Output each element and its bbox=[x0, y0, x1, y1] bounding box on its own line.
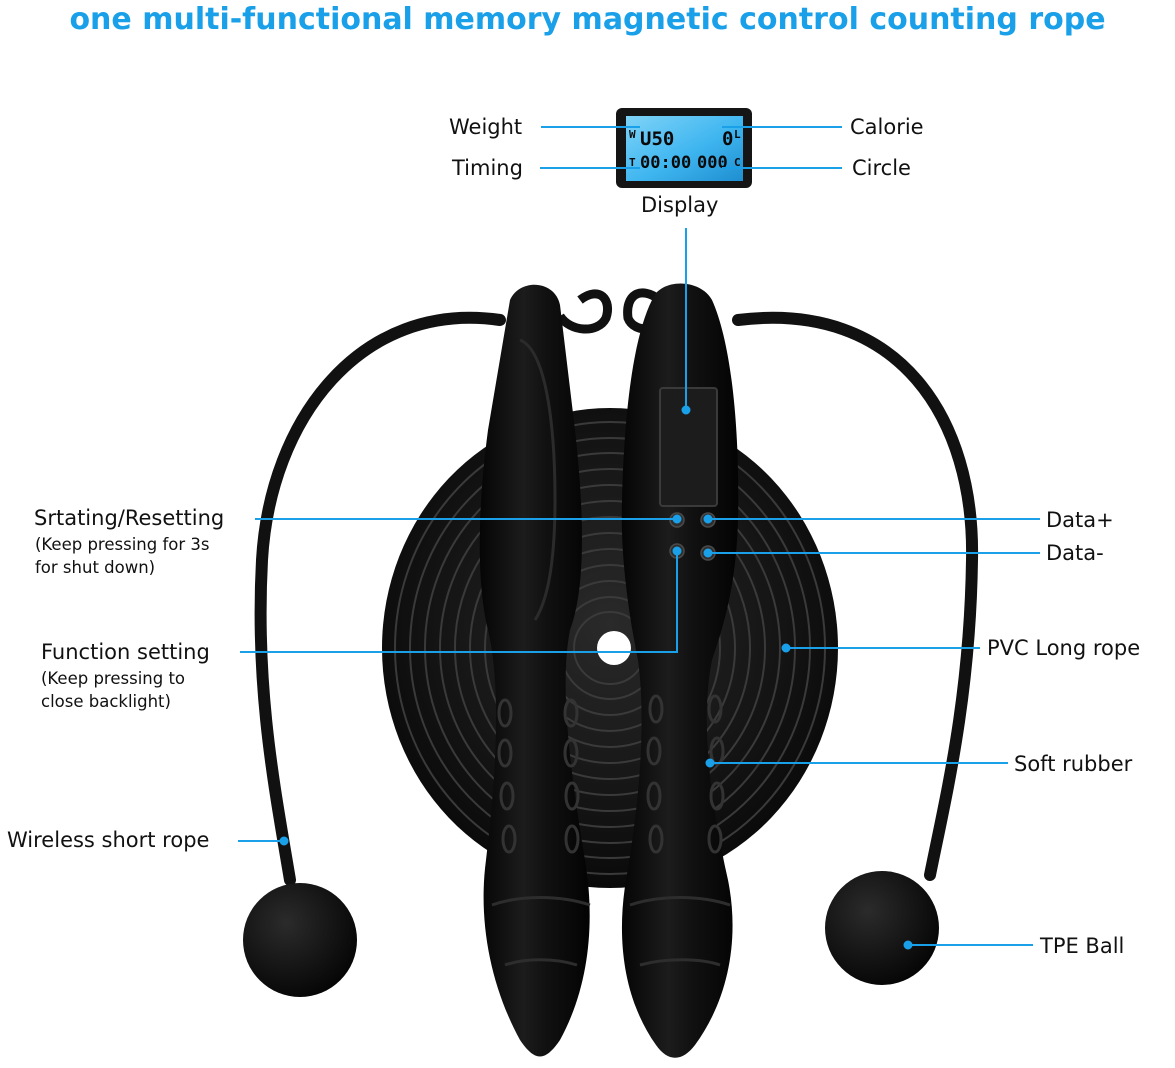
lcd-c-letter: C bbox=[734, 156, 741, 169]
lcd-weight-value: U50 bbox=[640, 128, 674, 150]
label-soft-rubber: Soft rubber bbox=[1014, 752, 1133, 776]
note-function-1: (Keep pressing to bbox=[41, 669, 186, 688]
leader-lines bbox=[238, 126, 1040, 950]
left-tpe-ball bbox=[243, 883, 357, 997]
label-timing: Timing bbox=[452, 156, 523, 180]
note-starting-2: for shut down) bbox=[35, 558, 156, 577]
label-wireless-short-rope: Wireless short rope bbox=[7, 828, 210, 852]
note-function-2: close backlight) bbox=[41, 692, 171, 711]
lcd-t-letter: T bbox=[629, 156, 636, 169]
right-tpe-ball bbox=[825, 871, 939, 985]
left-handle bbox=[479, 284, 612, 1057]
lcd-l-letter: L bbox=[734, 128, 741, 141]
label-calorie: Calorie bbox=[850, 115, 924, 139]
lcd-timing-value: 00:00 bbox=[640, 153, 691, 173]
lcd-w-letter: W bbox=[629, 128, 636, 141]
label-data-minus: Data- bbox=[1046, 541, 1104, 565]
lcd-display: W U50 0 L T 00:00 000 C bbox=[616, 108, 752, 188]
label-starting-resetting: Srtating/Resetting bbox=[34, 506, 225, 530]
label-display: Display bbox=[641, 193, 719, 217]
label-data-plus: Data+ bbox=[1046, 508, 1114, 532]
label-pvc-long-rope: PVC Long rope bbox=[987, 636, 1141, 660]
lcd-circle-value: 000 bbox=[697, 153, 728, 173]
label-circle: Circle bbox=[852, 156, 911, 180]
headline: one multi-functional memory magnetic con… bbox=[69, 2, 1106, 37]
lcd-calorie-value: 0 bbox=[722, 128, 733, 150]
rope-cables bbox=[254, 311, 979, 886]
coiled-pvc-rope bbox=[382, 408, 838, 888]
label-weight: Weight bbox=[449, 115, 523, 139]
label-function-setting: Function setting bbox=[41, 640, 210, 664]
label-tpe-ball: TPE Ball bbox=[1040, 934, 1125, 958]
right-handle bbox=[621, 283, 739, 1058]
note-starting-1: (Keep pressing for 3s bbox=[35, 535, 210, 554]
